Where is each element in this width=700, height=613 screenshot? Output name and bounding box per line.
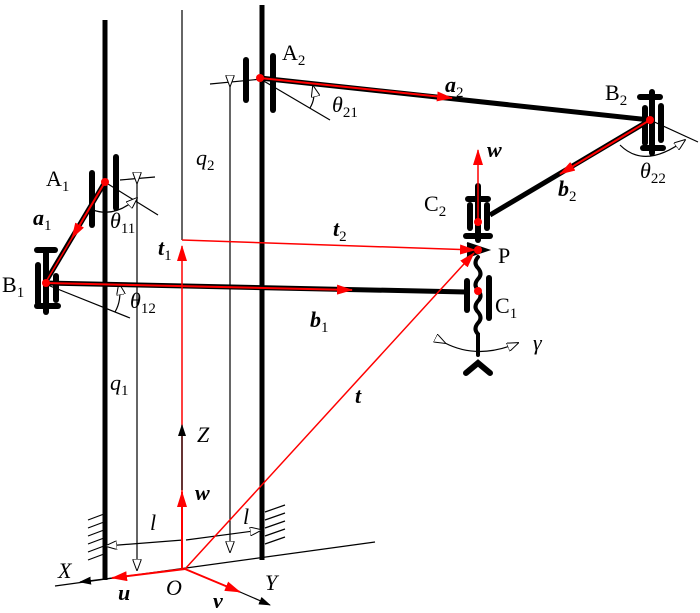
gamma-rotation-arrow	[445, 343, 518, 352]
vectors	[42, 74, 654, 606]
label-w-base: w	[195, 480, 210, 505]
label-B2: B2	[605, 80, 627, 109]
point-A1	[101, 178, 109, 186]
joint-A2-bearing	[243, 53, 276, 113]
point-A2	[256, 74, 264, 82]
label-v: v	[213, 588, 223, 613]
label-gamma: γ	[533, 330, 543, 355]
label-A2: A2	[282, 40, 305, 69]
label-theta12: θ12	[130, 288, 156, 317]
label-b2: b2	[558, 176, 577, 205]
label-a1: a1	[33, 205, 52, 234]
label-w-top: w	[487, 137, 502, 162]
label-q1: q1	[110, 370, 129, 399]
joint-B2-bearing	[637, 89, 666, 156]
point-P	[474, 246, 482, 254]
label-t: t	[355, 383, 362, 408]
point-C1	[474, 287, 482, 295]
label-t2: t2	[333, 216, 347, 245]
point-B1	[42, 279, 50, 287]
l-dimensions	[106, 530, 261, 546]
label-theta11: θ11	[110, 208, 135, 237]
point-C2	[474, 218, 482, 226]
label-l-left: l	[150, 510, 156, 535]
label-l-right: l	[243, 504, 249, 529]
labels: A1 A2 B1 B2 C1 C2 P a1 a2 b1 b2 t1 t2 t …	[2, 40, 666, 613]
point-B2	[646, 116, 654, 124]
label-b1: b1	[310, 307, 329, 336]
label-O: O	[166, 575, 182, 600]
label-C2: C2	[424, 191, 446, 220]
label-X: X	[57, 558, 73, 583]
joint-P-spring	[463, 242, 493, 376]
label-Z: Z	[197, 422, 210, 447]
label-theta21: θ21	[332, 92, 358, 121]
hatching-left	[87, 513, 105, 561]
label-u: u	[118, 580, 130, 605]
hatching-right	[264, 504, 286, 545]
joint-A1-bearing	[89, 154, 119, 228]
label-P: P	[498, 243, 510, 268]
label-theta22: θ22	[640, 158, 666, 187]
label-A1: A1	[46, 166, 69, 195]
q1-dimension	[119, 177, 156, 570]
label-C1: C1	[495, 293, 517, 322]
label-B1: B1	[2, 272, 24, 301]
q2-dimension	[209, 79, 263, 552]
label-Y: Y	[265, 570, 280, 595]
label-q2: q2	[196, 145, 215, 174]
label-a2: a2	[445, 72, 464, 101]
label-t1: t1	[158, 235, 172, 264]
